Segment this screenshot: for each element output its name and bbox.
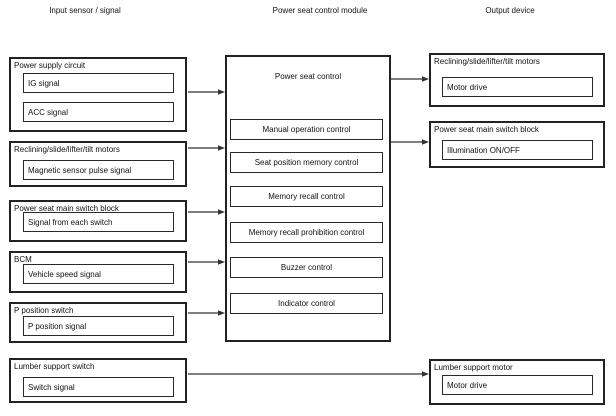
module-box-power-seat-control: Power seat control Manual operation cont… <box>225 55 391 342</box>
input-box-lumber-support-switch: Lumber support switch Switch signal <box>9 358 187 403</box>
signal-box-ig-signal: IG signal <box>23 73 174 93</box>
output-box-power-seat-main-switch-block: Power seat main switch block Illuminatio… <box>429 121 605 168</box>
box-title: Reclining/slide/lifter/tilt motors <box>14 145 120 154</box>
input-box-power-supply-circuit: Power supply circuit IG signal ACC signa… <box>9 57 187 132</box>
arrow-lumber-switch-to-lumber-motor <box>188 371 429 377</box>
output-box-lumber-support-motor: Lumber support motor Motor drive <box>429 359 605 405</box>
column-header-module: Power seat control module <box>272 6 368 15</box>
box-title: Reclining/slide/lifter/tilt motors <box>434 57 540 66</box>
box-title: Power seat main switch block <box>434 125 539 134</box>
signal-box-vehicle-speed-signal: Vehicle speed signal <box>23 264 174 284</box>
function-box-seat-position-memory-control: Seat position memory control <box>230 152 383 173</box>
box-title: P position switch <box>14 306 74 315</box>
signal-box-switch-signal: Switch signal <box>23 377 174 397</box>
module-title: Power seat control <box>274 72 342 81</box>
arrow-reclining-motors-to-module <box>188 145 225 151</box>
box-title: Power supply circuit <box>14 61 86 70</box>
arrow-p-position-to-module <box>188 310 225 316</box>
input-box-p-position-switch: P position switch P position signal <box>9 302 187 343</box>
function-box-indicator-control: Indicator control <box>230 293 383 314</box>
arrow-module-to-reclining-motors <box>391 76 429 82</box>
signal-box-illumination-on-off: Illumination ON/OFF <box>442 140 593 160</box>
signal-box-acc-signal: ACC signal <box>23 102 174 122</box>
input-box-reclining-slide-lifter-tilt-motors: Reclining/slide/lifter/tilt motors Magne… <box>9 141 187 187</box>
arrow-main-switch-block-to-module <box>188 209 225 215</box>
box-title: Lumber support switch <box>14 362 95 371</box>
box-title: Lumber support motor <box>434 363 513 372</box>
signal-box-p-position-signal: P position signal <box>23 316 174 336</box>
input-box-power-seat-main-switch-block: Power seat main switch block Signal from… <box>9 200 187 242</box>
box-title: BCM <box>14 255 32 264</box>
function-box-manual-operation-control: Manual operation control <box>230 119 383 140</box>
arrow-bcm-to-module <box>188 259 225 265</box>
input-box-bcm: BCM Vehicle speed signal <box>9 251 187 293</box>
arrow-module-to-main-switch-block <box>391 139 429 145</box>
signal-box-motor-drive-1: Motor drive <box>442 77 593 97</box>
signal-box-motor-drive-2: Motor drive <box>442 375 593 395</box>
output-box-reclining-slide-lifter-tilt-motors: Reclining/slide/lifter/tilt motors Motor… <box>429 53 605 107</box>
signal-box-magnetic-sensor-pulse: Magnetic sensor pulse signal <box>23 160 174 180</box>
box-title: Power seat main switch block <box>14 204 119 213</box>
function-box-memory-recall-prohibition-control: Memory recall prohibition control <box>230 222 383 243</box>
column-header-output: Output device <box>485 6 535 15</box>
function-box-buzzer-control: Buzzer control <box>230 257 383 278</box>
function-box-memory-recall-control: Memory recall control <box>230 186 383 207</box>
column-header-input: Input sensor / signal <box>49 6 121 15</box>
arrow-power-supply-to-module <box>188 89 225 95</box>
signal-box-signal-from-each-switch: Signal from each switch <box>23 212 174 232</box>
